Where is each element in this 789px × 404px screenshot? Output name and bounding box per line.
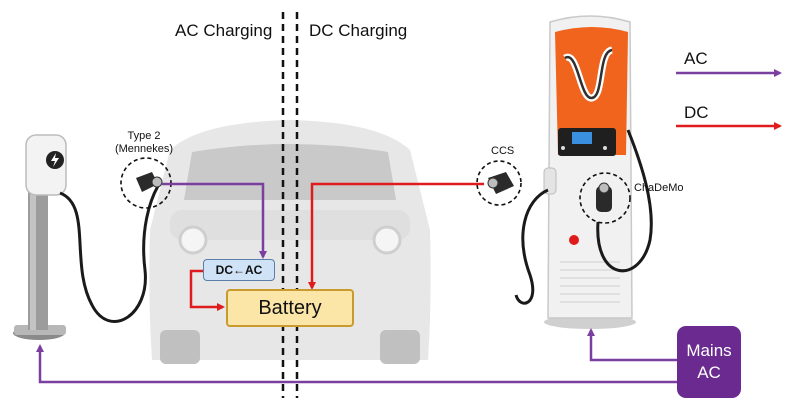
dc-fast-charger: [514, 15, 653, 329]
ccs-connector: [476, 160, 522, 206]
ac-dc-divider: [281, 12, 299, 398]
mains-ac-box: Mains AC: [677, 326, 741, 398]
mains-to-ac-line: [36, 344, 677, 384]
type2-label-line1: Type 2: [127, 130, 161, 142]
converter-to-battery-line: [189, 269, 225, 311]
battery-box: Battery: [226, 289, 354, 327]
mains-label-line2: AC: [697, 363, 721, 382]
ac-wall-charger: [13, 134, 160, 340]
chademo-label: ChaDeMo: [634, 182, 684, 194]
type2-label-line2: (Mennekes): [114, 143, 174, 155]
ac-charging-header: AC Charging: [175, 21, 273, 40]
car-illustration: [149, 120, 431, 364]
dc-ac-converter: DC←AC: [203, 259, 275, 281]
ac-flow-line: [162, 182, 267, 259]
type2-label: Type 2 (Mennekes): [109, 130, 179, 156]
mains-label-line1: Mains: [686, 341, 732, 360]
dc-flow-line: [308, 182, 484, 290]
legend-ac-label: AC: [684, 49, 708, 68]
chademo-connector: [579, 172, 631, 224]
dc-charging-header: DC Charging: [309, 21, 408, 40]
ccs-label: CCS: [491, 145, 515, 157]
mains-to-dc-line: [587, 328, 677, 362]
legend-dc-label: DC: [684, 103, 709, 122]
